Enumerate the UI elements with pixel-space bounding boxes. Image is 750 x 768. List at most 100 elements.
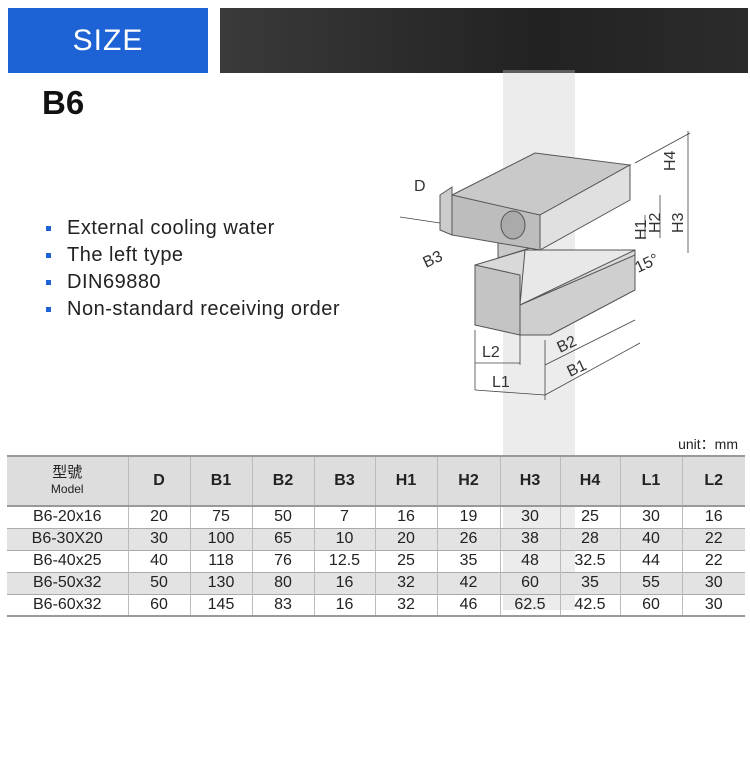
cell-value: 32.5 [559,550,620,572]
unit-label: unit：mm [678,436,738,452]
cell-value: 80 [251,572,314,594]
feature-list: External cooling water The left type DIN… [46,215,340,323]
column-header-d: D [127,456,190,506]
cell-value: 76 [251,550,314,572]
column-header-l2: L2 [681,456,745,506]
cell-value: 26 [436,528,500,550]
cell-value: 10 [313,528,375,550]
cell-value: 35 [559,572,620,594]
cell-value: 30 [619,506,682,528]
cell-value: 44 [619,550,682,572]
cell-value: 100 [189,528,252,550]
column-header-h3: H3 [499,456,560,506]
cell-value: 7 [313,506,375,528]
cell-value: 60 [619,594,682,616]
feature-item: Non-standard receiving order [46,296,340,323]
cell-model: B6-20x16 [33,508,102,526]
feature-text: External cooling water [67,217,275,239]
cell-value: 40 [127,550,190,572]
header-band [220,8,748,73]
cell-value: 30 [499,506,560,528]
cell-value: 62.5 [499,594,560,616]
cell-value: 25 [374,550,437,572]
cell-value: 145 [189,594,252,616]
cell-value: 55 [619,572,682,594]
cell-value: 22 [681,550,745,572]
cell-value: 16 [313,572,375,594]
cell-value: 130 [189,572,252,594]
tool-holder-diagram: D H4 H1 H2 H3 B3 15° L2 L1 B2 B1 [399,131,691,400]
cell-value: 30 [681,594,745,616]
feature-item: External cooling water [46,215,340,242]
column-header-b3: B3 [313,456,375,506]
model-header-zh: 型號 [52,464,83,481]
cell-value: 40 [619,528,682,550]
cell-value: 28 [559,528,620,550]
label-L2: L2 [482,344,500,361]
feature-text: DIN69880 [67,271,162,293]
label-angle: 15° [633,251,662,277]
label-B1: B1 [565,357,590,381]
label-L1: L1 [492,374,510,391]
cell-value: 83 [251,594,314,616]
size-banner: SIZE [8,8,208,73]
cell-value: 42 [436,572,500,594]
cell-value: 50 [127,572,190,594]
cell-value: 16 [681,506,745,528]
cell-value: 46 [436,594,500,616]
cell-value: 60 [499,572,560,594]
label-B2: B2 [555,333,580,357]
feature-item: DIN69880 [46,269,340,296]
cell-value: 38 [499,528,560,550]
label-D: D [414,178,426,195]
feature-item: The left type [46,242,340,269]
cell-value: 20 [127,506,190,528]
feature-text: Non-standard receiving order [67,298,341,320]
label-H2: H2 [647,212,664,233]
cell-value: 32 [374,594,437,616]
column-header-b1: B1 [189,456,252,506]
column-header-h2: H2 [436,456,500,506]
cell-value: 16 [374,506,437,528]
model-header-en: Model [50,482,84,496]
column-header-h4: H4 [559,456,620,506]
cell-value: 22 [681,528,745,550]
cell-value: 20 [374,528,437,550]
cell-value: 30 [681,572,745,594]
label-H1: H1 [633,219,650,240]
cell-value: 30 [127,528,190,550]
cell-model: B6-30X20 [31,530,103,547]
cell-value: 118 [189,550,252,572]
cell-value: 12.5 [313,550,375,572]
page-title: B6 [42,84,85,121]
column-header-l1: L1 [619,456,682,506]
cell-value: 16 [313,594,375,616]
size-label: SIZE [72,23,144,57]
cell-value: 65 [251,528,314,550]
cell-value: 42.5 [559,594,620,616]
bullet-icon [46,280,51,285]
cell-model: B6-40x25 [33,552,102,569]
bullet-icon [46,253,51,258]
cell-value: 50 [251,506,314,528]
column-header-b2: B2 [251,456,314,506]
cell-value: 75 [189,506,252,528]
column-header-h1: H1 [374,456,437,506]
label-H4: H4 [662,150,679,171]
label-B3: B3 [421,248,446,272]
cell-value: 25 [559,506,620,528]
feature-text: The left type [67,244,184,266]
cell-model: B6-60x32 [33,595,102,613]
cell-value: 32 [374,572,437,594]
label-H3: H3 [670,212,687,233]
cell-model: B6-50x32 [33,574,102,591]
cell-value: 35 [436,550,500,572]
cell-value: 19 [436,506,500,528]
